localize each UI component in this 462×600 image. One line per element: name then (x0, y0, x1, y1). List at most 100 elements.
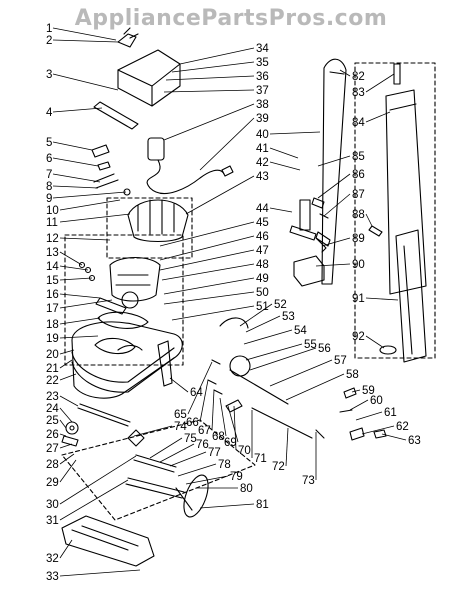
leader-line-22 (59, 373, 77, 381)
part-outer-bag (385, 89, 427, 295)
callout-label-5: 5 (46, 137, 52, 149)
leader-line-36 (165, 75, 255, 81)
part-bottom-plate (61, 515, 155, 567)
callout-label-7: 7 (46, 169, 52, 181)
leader-line-51 (171, 305, 255, 321)
callout-label-54: 54 (294, 325, 307, 337)
leader-line-44 (269, 207, 293, 213)
callout-label-30: 30 (46, 499, 59, 511)
callout-label-88: 88 (352, 209, 365, 221)
part-rod-72 (251, 407, 313, 439)
leader-line-26 (59, 433, 67, 437)
leader-line-92 (365, 335, 385, 349)
leader-line-49 (163, 277, 255, 295)
leader-line-52 (239, 303, 273, 327)
callout-label-52: 52 (274, 299, 287, 311)
callout-label-20: 20 (46, 349, 59, 361)
leader-line-35 (171, 61, 255, 73)
leader-line-30 (59, 455, 137, 505)
leader-line-57 (269, 359, 333, 387)
leader-line-41 (269, 147, 299, 159)
leader-line-69 (227, 405, 239, 443)
callout-label-32: 32 (46, 553, 59, 565)
leader-line-88 (365, 213, 373, 227)
callout-label-1: 1 (46, 23, 52, 35)
callout-label-61: 61 (384, 407, 397, 419)
leader-line-9 (52, 191, 127, 199)
callout-label-26: 26 (46, 429, 59, 441)
callout-label-67: 67 (198, 425, 211, 437)
part-6 (97, 161, 111, 171)
callout-label-76: 76 (196, 439, 209, 451)
motor-group-box (64, 234, 184, 366)
callout-label-72: 72 (272, 461, 285, 473)
part-59 (343, 387, 357, 399)
fan-group-box (106, 197, 193, 259)
leader-line-34 (179, 47, 255, 65)
callout-label-69: 69 (224, 437, 237, 449)
part-86 (311, 197, 325, 209)
callout-label-37: 37 (256, 85, 269, 97)
leader-line-86 (317, 173, 351, 199)
callout-label-40: 40 (256, 129, 269, 141)
leader-line-79 (185, 475, 229, 485)
part-70 (225, 399, 243, 413)
callout-label-82: 82 (352, 71, 365, 83)
leader-line-81 (199, 503, 255, 509)
leader-line-32 (59, 539, 73, 559)
leader-line-58 (285, 373, 345, 401)
part-fan-housing (127, 199, 189, 243)
callout-label-85: 85 (352, 151, 365, 163)
callout-label-63: 63 (408, 435, 421, 447)
callout-label-79: 79 (230, 471, 243, 483)
callout-label-28: 28 (46, 459, 59, 471)
leader-line-89 (321, 237, 351, 247)
callout-label-75: 75 (184, 433, 197, 445)
callout-label-9: 9 (46, 193, 52, 205)
callout-label-39: 39 (256, 113, 269, 125)
callout-label-62: 62 (396, 421, 409, 433)
leader-line-18 (59, 317, 101, 325)
callout-label-74: 74 (174, 421, 187, 433)
leader-line-75 (149, 437, 183, 459)
leader-line-45 (159, 221, 255, 247)
callout-label-27: 27 (46, 443, 59, 455)
callout-label-51: 51 (256, 301, 269, 313)
part-52 (219, 317, 249, 329)
leader-line-27 (59, 443, 73, 449)
leader-line-13 (59, 251, 83, 266)
callout-label-6: 6 (46, 153, 52, 165)
leader-line-1 (52, 27, 117, 41)
part-beater-bar (125, 429, 209, 518)
callout-label-24: 24 (46, 403, 59, 415)
part-small-65-68 (207, 359, 223, 395)
callout-label-90: 90 (352, 259, 365, 271)
leader-line-63 (381, 433, 407, 441)
callout-label-31: 31 (46, 515, 59, 527)
leader-line-91 (365, 297, 399, 301)
leader-line-54 (243, 329, 293, 345)
callout-label-70: 70 (238, 445, 251, 457)
callout-label-19: 19 (46, 333, 59, 345)
leader-line-15 (59, 277, 93, 281)
callout-label-77: 77 (208, 447, 221, 459)
callout-label-47: 47 (256, 245, 269, 257)
leader-line-12 (59, 237, 111, 241)
callout-label-23: 23 (46, 391, 59, 403)
leader-lines (52, 27, 407, 577)
part-handle (289, 58, 347, 285)
leader-line-33 (59, 569, 141, 577)
part-89 (315, 237, 327, 253)
leader-line-17 (59, 299, 113, 309)
callout-label-65: 65 (174, 409, 187, 421)
callout-label-58: 58 (346, 369, 359, 381)
callout-label-13: 13 (46, 247, 59, 259)
callout-label-87: 87 (352, 189, 365, 201)
part-wheel-55 (229, 355, 251, 377)
part-88 (368, 225, 383, 237)
callout-label-73: 73 (302, 475, 315, 487)
leader-line-28 (59, 453, 75, 465)
callout-label-49: 49 (256, 273, 269, 285)
leader-line-60 (349, 399, 369, 411)
